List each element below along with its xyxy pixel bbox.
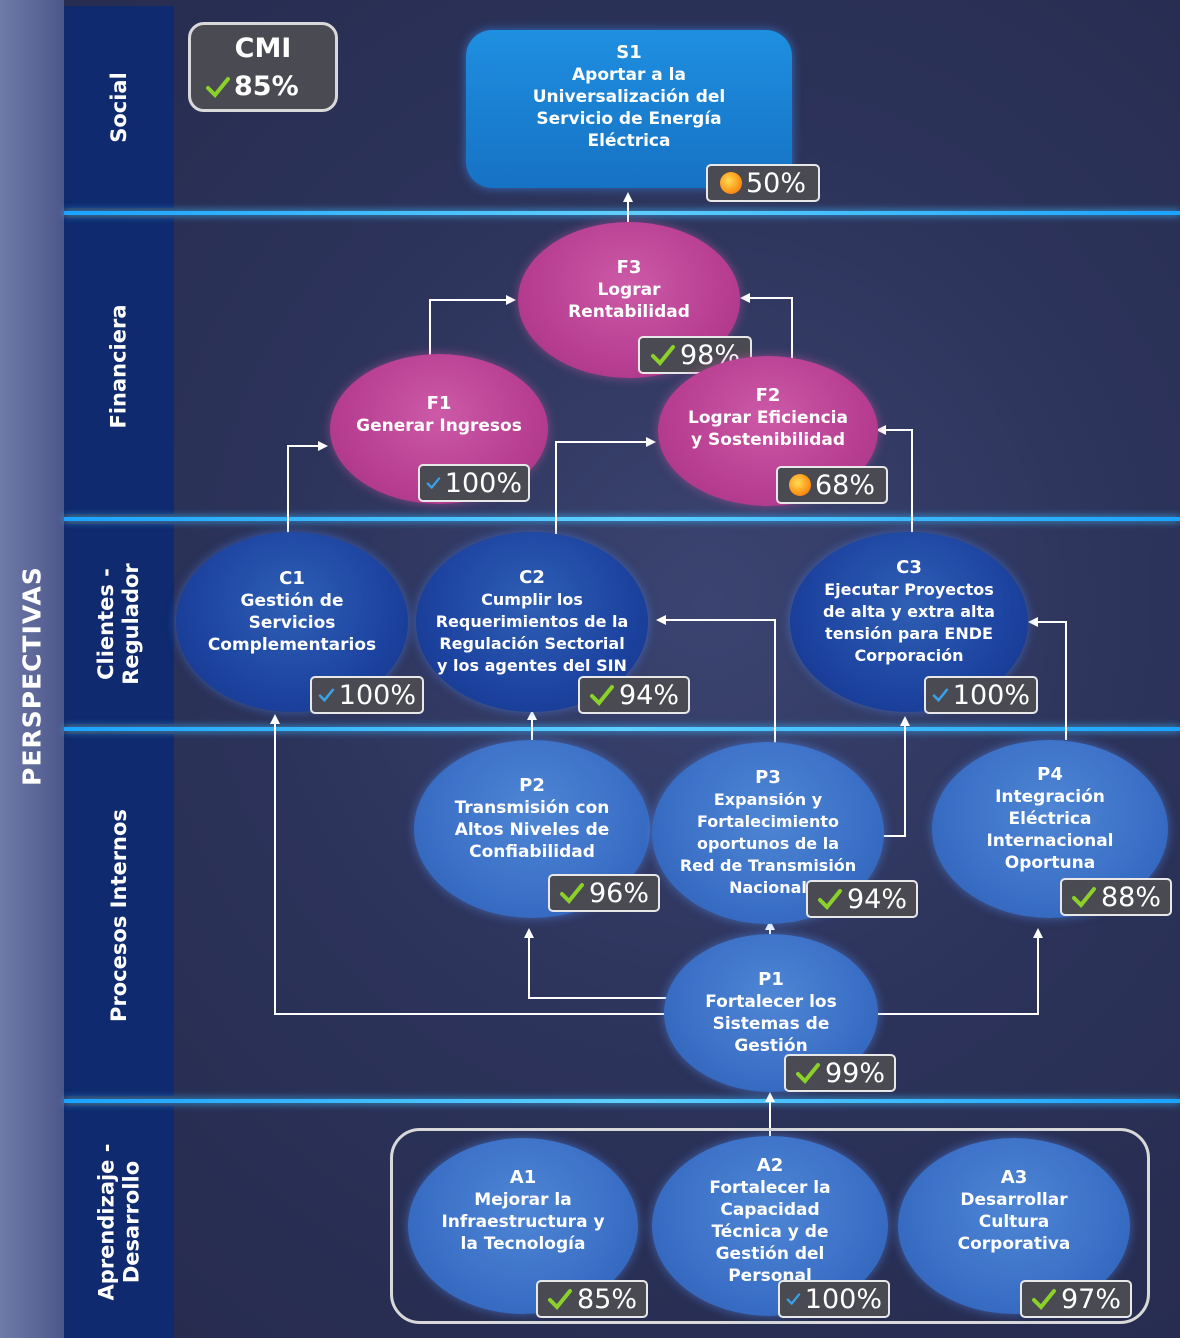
perspectives-sidebar: PERSPECTIVAS — [0, 0, 64, 1338]
check-icon — [932, 688, 949, 703]
kpi-badge-p1: 99% — [784, 1054, 896, 1092]
objective-f3[interactable]: F3 Lograr Rentabilidad — [518, 222, 740, 378]
cmi-label: CMI — [234, 33, 292, 64]
arrow-p4-c3 — [1028, 617, 1067, 740]
check-icon — [817, 889, 842, 910]
kpi-badge-a1: 85% — [536, 1280, 648, 1318]
lane-separator — [64, 1099, 1180, 1103]
kpi-badge-c3: 100% — [924, 676, 1038, 714]
kpi-badge-c1: 100% — [310, 676, 424, 714]
arrow-c2-f2 — [555, 437, 656, 536]
check-icon — [650, 345, 675, 366]
arrow-f2-f3 — [740, 293, 793, 358]
check-icon — [1031, 1289, 1056, 1310]
check-icon — [206, 76, 230, 98]
warning-dot-icon — [719, 172, 742, 194]
learning-group-frame — [390, 1128, 1150, 1324]
kpi-badge-p2: 96% — [548, 874, 660, 912]
objective-s1[interactable]: S1 Aportar a la Universalización del Ser… — [466, 30, 792, 188]
arrow-p1-c1 — [270, 714, 668, 1015]
kpi-badge-f2: 68% — [776, 466, 888, 504]
objective-p1[interactable]: P1 Fortalecer los Sistemas de Gestión — [664, 934, 878, 1092]
kpi-badge-a2: 100% — [778, 1280, 890, 1318]
cmi-value: 85% — [205, 71, 299, 102]
kpi-badge-c2: 94% — [578, 676, 690, 714]
lane-separator — [64, 517, 1180, 521]
kpi-badge-p3: 94% — [806, 880, 918, 918]
lane-separator — [64, 211, 1180, 215]
check-icon — [786, 1293, 801, 1306]
check-icon — [795, 1063, 820, 1084]
kpi-badge-f1: 100% — [418, 464, 530, 502]
arrow-p1-p4 — [876, 928, 1043, 1015]
objective-a3[interactable]: A3 Desarrollar Cultura Corporativa — [898, 1138, 1130, 1314]
lane-aprendizaje: Aprendizaje -Desarrollo — [64, 1106, 174, 1338]
objective-p4[interactable]: P4 Integración Eléctrica Internacional O… — [932, 740, 1168, 918]
check-icon — [547, 1289, 572, 1310]
lane-separator — [64, 727, 1180, 731]
arrow-c1-f1 — [287, 441, 328, 534]
objective-a2[interactable]: A2 Fortalecer la Capacidad Técnica y de … — [652, 1136, 888, 1316]
cmi-summary: CMI 85% — [188, 22, 338, 112]
check-icon — [559, 883, 584, 904]
arrow-p1-p2 — [524, 928, 668, 999]
kpi-badge-p4: 88% — [1060, 878, 1172, 916]
kpi-badge-a3: 97% — [1020, 1280, 1132, 1318]
arrow-p3-c3 — [880, 716, 910, 837]
check-icon — [426, 477, 441, 490]
lane-social: Social — [64, 6, 174, 208]
check-icon — [1071, 887, 1096, 908]
warning-dot-icon — [788, 474, 811, 496]
lane-clientes: Clientes -Regulador — [64, 524, 174, 724]
arrow-f1-f3 — [429, 295, 516, 356]
lane-procesos: Procesos Internos — [64, 734, 174, 1096]
lane-financiera: Financiera — [64, 218, 174, 514]
arrow-c3-f2 — [876, 425, 913, 534]
kpi-badge-s1: 50% — [706, 164, 820, 202]
check-icon — [318, 688, 335, 703]
check-icon — [589, 685, 614, 706]
arrow-p3-c2 — [656, 615, 776, 744]
